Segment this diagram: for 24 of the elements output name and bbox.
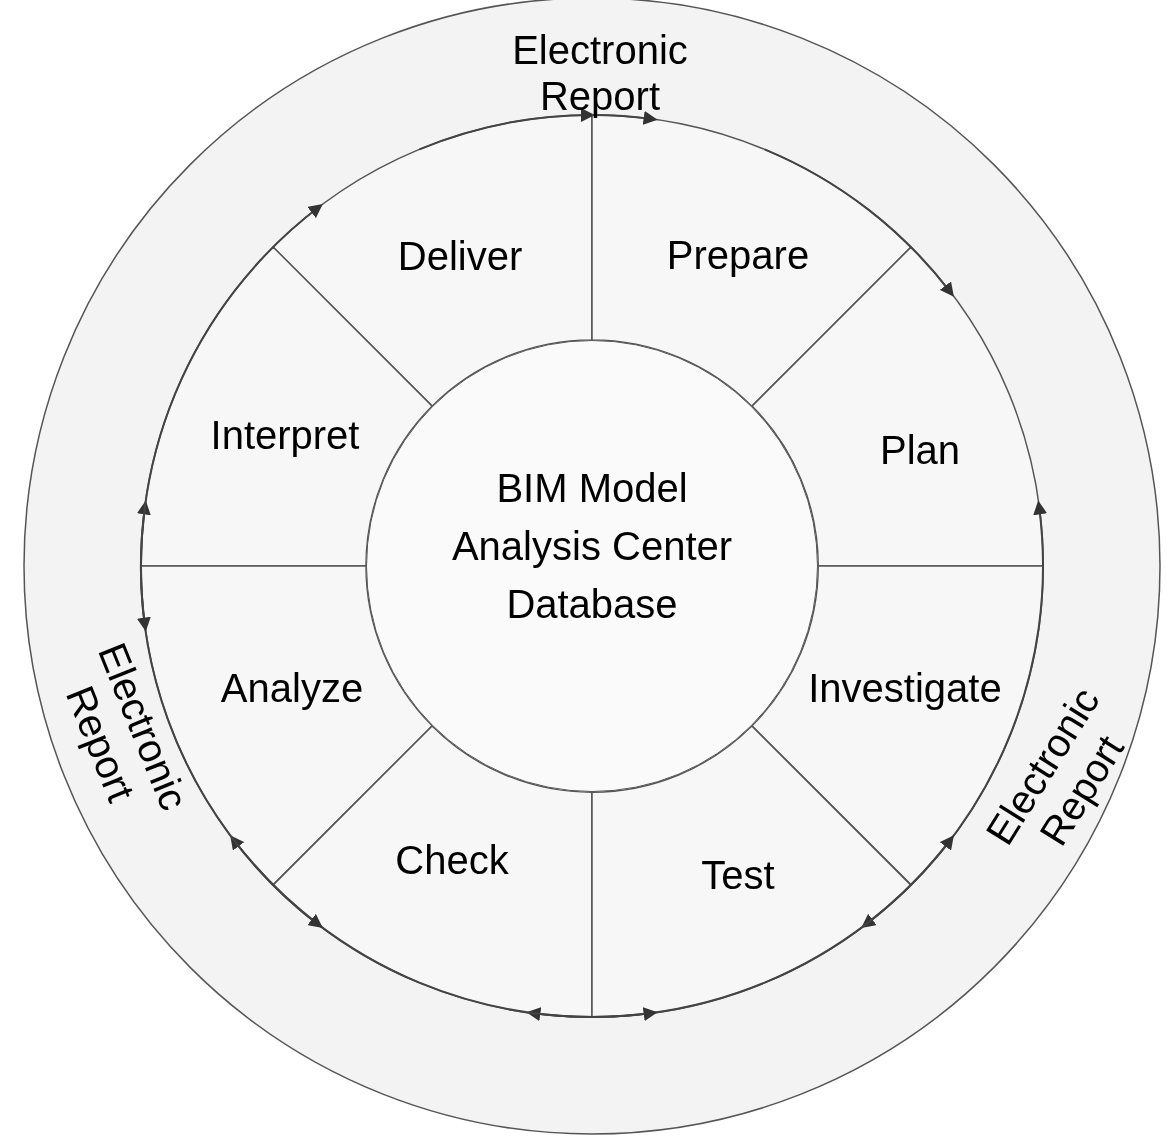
- stage-label: Analyze: [220, 665, 364, 712]
- stage-label: Test: [701, 852, 775, 899]
- arrow: [137, 500, 170, 722]
- stage-label: Prepare: [666, 232, 810, 279]
- arrow: [167, 719, 323, 928]
- stage-label: Check: [395, 837, 509, 884]
- arrow: [763, 148, 954, 297]
- arrow: [1003, 500, 1047, 751]
- arrow: [591, 111, 658, 125]
- stage-sector: [272, 724, 593, 1018]
- arrow: [174, 204, 323, 395]
- report-label: Electronic Report: [490, 27, 710, 119]
- arrow: [861, 748, 1005, 928]
- arrow: [763, 835, 954, 984]
- arrow: [526, 981, 766, 1021]
- stage-label: Interpret: [210, 412, 360, 459]
- arrow: [418, 108, 595, 151]
- arrow: [418, 981, 658, 1021]
- stage-label: Deliver: [397, 233, 523, 280]
- stage-sector: [591, 724, 912, 1018]
- center-label: BIM Model Analysis Center Database: [450, 465, 734, 628]
- arrow: [137, 392, 177, 632]
- arrow: [230, 835, 421, 984]
- stage-label: Plan: [879, 427, 960, 474]
